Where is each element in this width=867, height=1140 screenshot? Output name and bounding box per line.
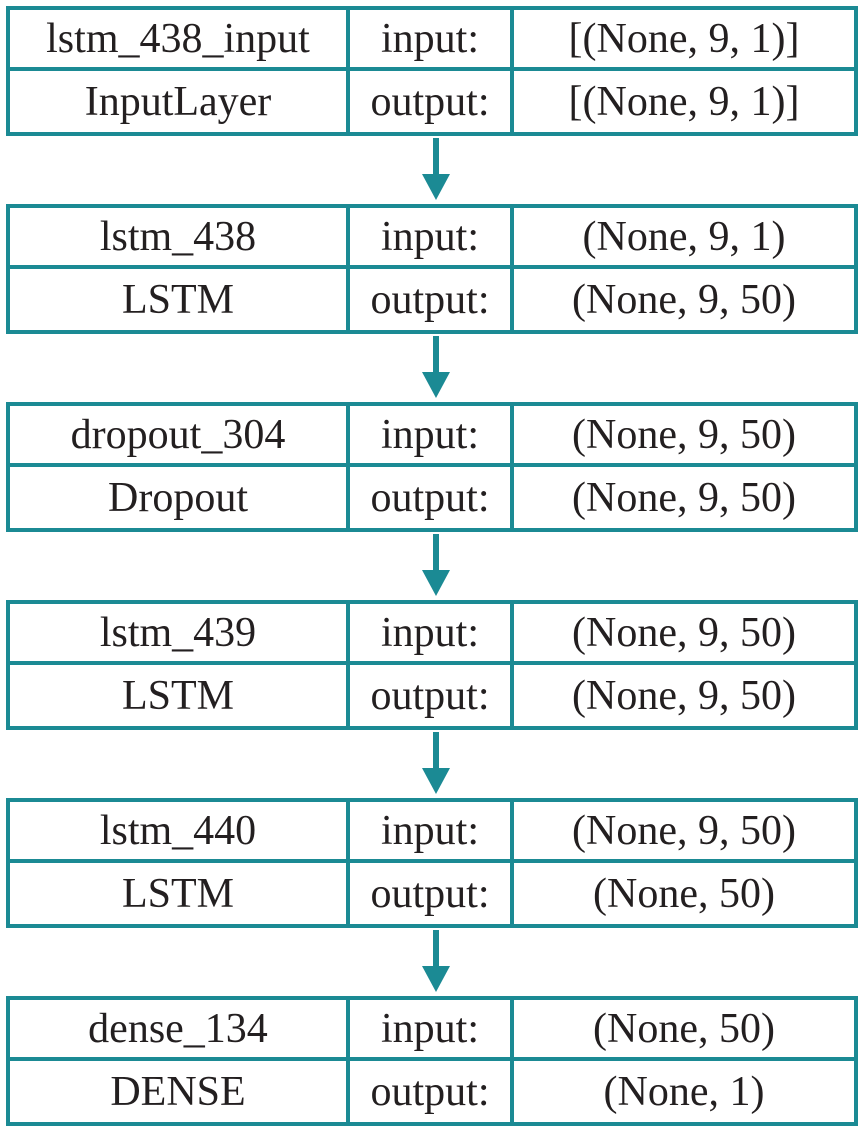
output-label: output: <box>350 467 514 528</box>
layer-type: Dropout <box>10 467 350 528</box>
layer-box-dense-134: dense_134 input: (None, 50) DENSE output… <box>6 996 858 1126</box>
input-shape: (None, 9, 1) <box>514 208 854 269</box>
input-shape: (None, 50) <box>514 1000 854 1061</box>
arrow-down-icon <box>421 138 451 202</box>
input-label: input: <box>350 406 514 467</box>
output-label: output: <box>350 269 514 330</box>
layer-name: dense_134 <box>10 1000 350 1061</box>
arrow-down-icon <box>421 930 451 994</box>
output-shape: (None, 9, 50) <box>572 276 796 323</box>
layer-name: lstm_439 <box>10 604 350 665</box>
output-shape: (None, 50) <box>593 870 775 917</box>
arrow-down-icon <box>421 534 451 598</box>
layer-type: LSTM <box>10 665 350 726</box>
output-label: output: <box>350 665 514 726</box>
input-shape: (None, 9, 50) <box>514 406 854 467</box>
layer-name: lstm_440 <box>10 802 350 863</box>
output-label: output: <box>350 1061 514 1122</box>
layer-type: LSTM <box>10 863 350 924</box>
input-shape: (None, 9, 50) <box>514 604 854 665</box>
input-label: input: <box>350 604 514 665</box>
output-shape: (None, 9, 50) <box>572 474 796 521</box>
arrow-down-icon <box>421 732 451 796</box>
output-shape: (None, 9, 50) <box>572 672 796 719</box>
input-label: input: <box>350 208 514 269</box>
input-label: input: <box>350 1000 514 1061</box>
layer-name: lstm_438_input <box>10 10 350 71</box>
layer-name: lstm_438 <box>10 208 350 269</box>
layer-box-lstm-438-input: lstm_438_input input: [(None, 9, 1)] Inp… <box>6 6 858 136</box>
layer-type: DENSE <box>10 1061 350 1122</box>
output-shape: (None, 1) <box>603 1068 765 1115</box>
layer-name: dropout_304 <box>10 406 350 467</box>
layer-box-lstm-440: lstm_440 input: (None, 9, 50) LSTM outpu… <box>6 798 858 928</box>
layer-box-lstm-438: lstm_438 input: (None, 9, 1) LSTM output… <box>6 204 858 334</box>
layer-box-dropout-304: dropout_304 input: (None, 9, 50) Dropout… <box>6 402 858 532</box>
output-label: output: <box>350 71 514 132</box>
output-label: output: <box>350 863 514 924</box>
arrow-down-icon <box>421 336 451 400</box>
layer-type: LSTM <box>10 269 350 330</box>
output-shape: [(None, 9, 1)] <box>568 78 800 125</box>
layer-box-lstm-439: lstm_439 input: (None, 9, 50) LSTM outpu… <box>6 600 858 730</box>
input-label: input: <box>350 802 514 863</box>
layer-type: InputLayer <box>10 71 350 132</box>
input-shape: (None, 9, 50) <box>514 802 854 863</box>
input-shape: [(None, 9, 1)] <box>514 10 854 71</box>
input-label: input: <box>350 10 514 71</box>
